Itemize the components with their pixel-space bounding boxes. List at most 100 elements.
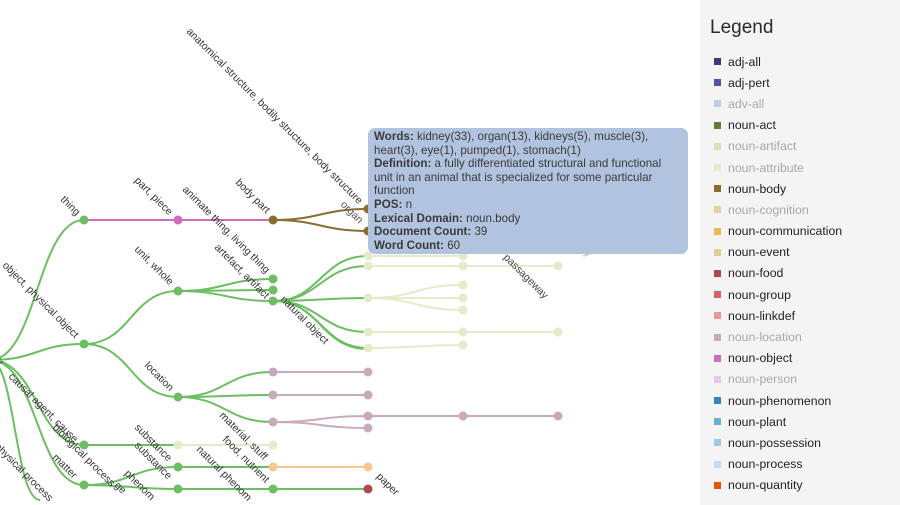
legend-label: noun-plant — [728, 414, 787, 429]
node-location-child[interactable] — [363, 367, 373, 377]
legend-label: adv-all — [728, 96, 765, 111]
tooltip-document-count: Document Count: 39 — [374, 225, 488, 239]
node-body-part[interactable] — [268, 215, 278, 225]
node-part-piece[interactable] — [173, 215, 183, 225]
legend-item-noun-quantity: noun-quantity — [714, 475, 842, 496]
node-label-thing: thing — [58, 194, 83, 219]
legend-item-noun-body: noun-body — [714, 178, 842, 199]
node-object[interactable] — [79, 339, 89, 349]
legend-swatch — [714, 375, 721, 383]
node-location-child[interactable] — [268, 367, 278, 377]
legend-item-noun-process: noun-process — [714, 454, 842, 475]
node-label-object: object, physical object — [0, 260, 81, 341]
node-faded[interactable] — [458, 327, 468, 337]
legend-item-noun-food: noun-food — [714, 263, 842, 284]
legend-swatch — [714, 164, 721, 172]
node-faded[interactable] — [458, 280, 468, 290]
node-location-child[interactable] — [363, 423, 373, 433]
tooltip-word-count: Word Count: 60 — [374, 238, 461, 252]
node-location-child[interactable] — [363, 411, 373, 421]
node-artefact[interactable] — [268, 285, 278, 295]
legend-label: noun-location — [728, 330, 802, 345]
node-paper[interactable] — [363, 484, 373, 494]
legend-label: noun-communication — [728, 224, 843, 239]
legend-label: noun-cognition — [728, 202, 809, 217]
node-location-child[interactable] — [553, 411, 563, 421]
link-location-child — [272, 415, 369, 423]
legend-swatch — [714, 206, 721, 214]
legend-label: noun-phenomenon — [728, 393, 832, 408]
legend-label: noun-act — [728, 118, 776, 133]
node-unit-whole[interactable] — [173, 286, 183, 296]
legend-swatch — [714, 79, 721, 87]
node-label-body_part: body part — [233, 177, 273, 217]
link-bodypart-organ — [272, 219, 369, 232]
node-location-child[interactable] — [268, 390, 278, 400]
node-location[interactable] — [173, 392, 183, 402]
legend-swatch — [714, 354, 721, 362]
node-location-child[interactable] — [363, 390, 373, 400]
legend-item-noun-location: noun-location — [714, 326, 842, 347]
node-food-child[interactable] — [363, 462, 373, 472]
legend-item-noun-event: noun-event — [714, 242, 842, 263]
legend-item-noun-linkdef: noun-linkdef — [714, 305, 842, 326]
node-faded[interactable] — [458, 261, 468, 271]
node-natural-object[interactable] — [268, 296, 278, 306]
node-phenom-child[interactable] — [268, 484, 278, 494]
node-faded[interactable] — [363, 293, 373, 303]
legend-swatch — [714, 227, 721, 235]
node-thing[interactable] — [79, 215, 89, 225]
node-label-location: location — [142, 360, 176, 394]
legend-title: Legend — [710, 17, 774, 38]
legend-swatch — [714, 439, 721, 447]
node-substance[interactable] — [173, 462, 183, 472]
legend-item-noun-person: noun-person — [714, 369, 842, 390]
node-passageway[interactable] — [553, 261, 563, 271]
node-location-child[interactable] — [458, 411, 468, 421]
node-tooltip: Words: kidney(33), organ(13), kidneys(5)… — [368, 128, 688, 254]
node-matter[interactable] — [79, 480, 89, 490]
node-phenom[interactable] — [173, 484, 183, 494]
legend-swatch — [714, 142, 721, 150]
legend-label: noun-body — [728, 181, 787, 196]
tooltip-lexical-domain: Lexical Domain: noun.body — [374, 211, 521, 225]
link-location-child — [272, 421, 369, 429]
legend-label: noun-possession — [728, 435, 821, 450]
legend-item-noun-artifact: noun-artifact — [714, 136, 842, 157]
node-faded[interactable] — [458, 293, 468, 303]
legend-item-adj-pert: adj-pert — [714, 72, 842, 93]
node-faded[interactable] — [268, 440, 278, 450]
link-root-causal — [0, 360, 85, 446]
node-faded[interactable] — [363, 343, 373, 353]
node-label-paper: paper — [374, 471, 402, 499]
legend-label: noun-quantity — [728, 478, 803, 493]
node-location-child[interactable] — [268, 417, 278, 427]
node-faded[interactable] — [458, 305, 468, 315]
node-label-truncated_left: y — [0, 356, 7, 369]
legend-swatch — [714, 121, 721, 129]
node-causal-agent[interactable] — [79, 440, 89, 450]
legend-item-noun-possession: noun-possession — [714, 432, 842, 453]
legend-label: noun-attribute — [728, 160, 804, 175]
legend-item-noun-object: noun-object — [714, 348, 842, 369]
node-faded[interactable] — [458, 340, 468, 350]
legend-label: noun-process — [728, 457, 803, 472]
node-faded[interactable] — [363, 327, 373, 337]
node-label-passageway: passageway — [501, 252, 551, 302]
node-faded[interactable] — [173, 440, 183, 450]
link-root-matter — [0, 361, 85, 486]
legend-swatch — [714, 248, 721, 256]
legend-swatch — [714, 481, 721, 489]
tooltip-words: Words: kidney(33), organ(13), kidneys(5)… — [374, 130, 649, 157]
link-object-unit — [83, 290, 179, 345]
node-faded[interactable] — [363, 251, 373, 261]
legend-label: noun-object — [728, 351, 793, 366]
node-animate-thing[interactable] — [268, 274, 278, 284]
node-food[interactable] — [268, 462, 278, 472]
node-faded[interactable] — [553, 327, 563, 337]
node-faded[interactable] — [363, 261, 373, 271]
